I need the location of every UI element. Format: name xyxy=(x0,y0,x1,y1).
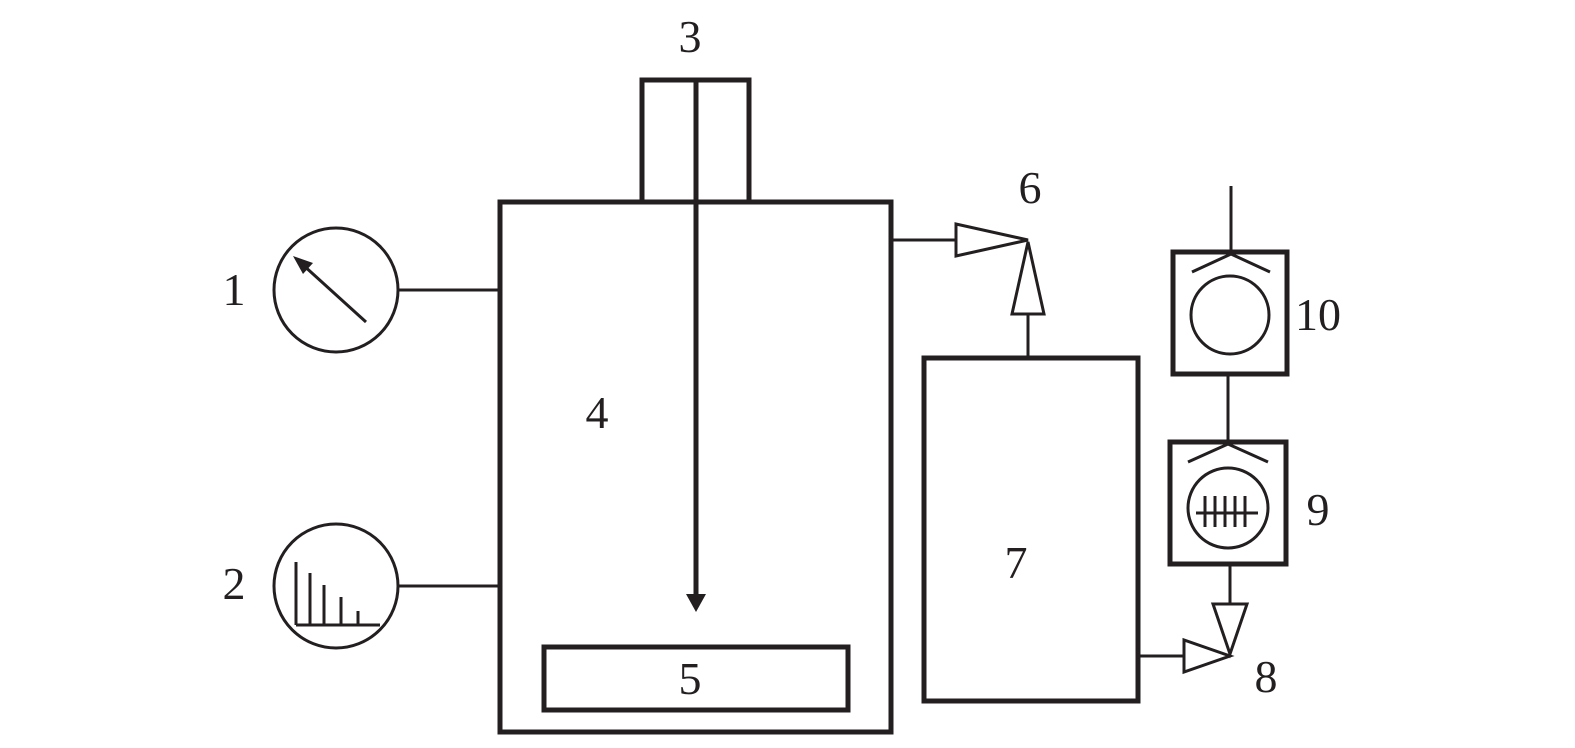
label-5: 5 xyxy=(679,653,702,704)
label-4: 4 xyxy=(586,387,609,438)
spectrum-analyzer-icon xyxy=(272,522,400,650)
label-10: 10 xyxy=(1295,289,1341,340)
detector-icon xyxy=(1170,186,1290,377)
grid-detector-icon xyxy=(1167,439,1289,567)
secondary-unit xyxy=(921,355,1141,704)
label-8: 8 xyxy=(1255,651,1278,702)
junction-arrow-icon xyxy=(1140,566,1250,675)
label-2: 2 xyxy=(223,558,246,609)
sample-stage xyxy=(541,644,851,713)
label-6: 6 xyxy=(1019,162,1042,213)
pressure-gauge-icon xyxy=(272,226,400,354)
label-7: 7 xyxy=(1005,537,1028,588)
junction-arrow-icon xyxy=(893,222,1046,358)
label-9: 9 xyxy=(1307,484,1330,535)
label-1: 1 xyxy=(223,264,246,315)
feedthrough-probe-icon xyxy=(639,77,752,612)
label-3: 3 xyxy=(679,11,702,62)
